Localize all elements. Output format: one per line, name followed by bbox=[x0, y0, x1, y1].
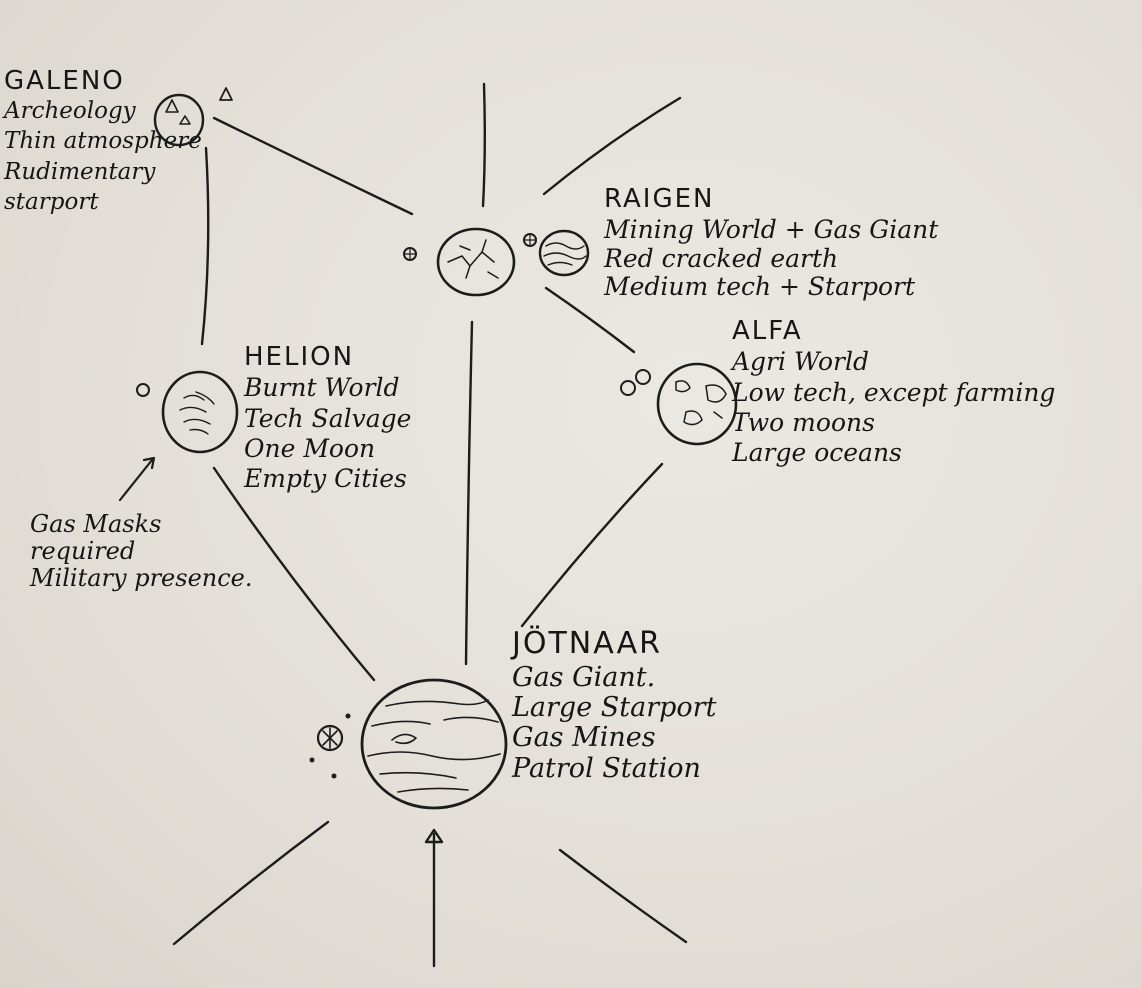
planet-raigen bbox=[403, 227, 590, 297]
moon-icon bbox=[403, 247, 417, 261]
galeno-title: GALENO bbox=[4, 66, 125, 96]
jotnaar-title: JÖTNAAR bbox=[512, 626, 662, 661]
route-jotnaar-southwest bbox=[172, 820, 330, 946]
moon-icon bbox=[136, 383, 150, 397]
jotnaar-line: Patrol Station bbox=[512, 752, 701, 784]
approach-arrow-icon bbox=[424, 828, 444, 844]
triangle-icon bbox=[219, 87, 233, 101]
planet-helion bbox=[136, 370, 239, 454]
arrow-icon bbox=[118, 456, 156, 502]
planet-alfa bbox=[620, 362, 738, 446]
route-raigen-jotnaar bbox=[464, 320, 474, 666]
triangle-icon bbox=[165, 99, 179, 113]
continent-shapes bbox=[675, 380, 727, 426]
helion-annotation: Gas Masks required Military presence. bbox=[30, 510, 253, 594]
jotnaar-notes: JÖTNAAR Gas Giant. Large Starport Gas Mi… bbox=[512, 628, 716, 785]
cloud-bands bbox=[367, 699, 501, 793]
galeno-notes: GALENO Archeology Thin atmosphere Rudime… bbox=[4, 66, 202, 220]
crack-lines bbox=[447, 239, 499, 279]
raigen-title: RAIGEN bbox=[604, 184, 715, 214]
jotnaar-line: Large Starport bbox=[512, 691, 717, 723]
jotnaar-line: Gas Mines bbox=[512, 722, 656, 754]
moon-icon bbox=[635, 369, 651, 385]
raigen-line: Medium tech + Starport bbox=[604, 271, 916, 301]
route-galeno-helion bbox=[200, 146, 210, 346]
alfa-line: Large oceans bbox=[732, 438, 902, 468]
starport-icon bbox=[316, 724, 344, 752]
galeno-line: Rudimentary bbox=[4, 158, 156, 185]
galeno-line: starport bbox=[4, 188, 99, 215]
helion-line: Empty Cities bbox=[244, 464, 407, 494]
alfa-title: ALFA bbox=[732, 316, 803, 346]
jump-routes bbox=[172, 82, 688, 968]
annotation-line: required bbox=[30, 537, 136, 566]
helion-notes: HELION Burnt World Tech Salvage One Moon… bbox=[244, 342, 412, 496]
raigen-line: Red cracked earth bbox=[604, 243, 839, 273]
gas-giant-icon bbox=[538, 229, 590, 277]
raigen-line: Mining World + Gas Giant bbox=[604, 215, 939, 245]
planet-galeno bbox=[153, 87, 233, 147]
burn-scribbles bbox=[179, 391, 215, 435]
route-alfa-jotnaar bbox=[520, 462, 664, 628]
route-galeno-raigen bbox=[212, 116, 414, 216]
annotation-line: Military presence. bbox=[30, 564, 253, 593]
route-raigen-northeast bbox=[542, 96, 682, 196]
route-raigen-alfa bbox=[544, 286, 636, 354]
helion-line: One Moon bbox=[244, 433, 376, 463]
galeno-line: Archeology bbox=[4, 98, 136, 125]
helion-line: Tech Salvage bbox=[244, 403, 412, 433]
route-raigen-north bbox=[481, 82, 486, 208]
route-helion-jotnaar bbox=[212, 466, 376, 682]
moon-icon bbox=[620, 380, 636, 396]
galeno-line: Thin atmosphere bbox=[4, 128, 202, 155]
helion-line: Burnt World bbox=[244, 373, 400, 403]
alfa-line: Low tech, except farming bbox=[732, 377, 1056, 407]
planet-jotnaar bbox=[309, 678, 508, 844]
helion-title: HELION bbox=[244, 342, 355, 372]
jotnaar-line: Gas Giant. bbox=[512, 661, 656, 693]
alfa-notes: ALFA Agri World Low tech, except farming… bbox=[732, 316, 1056, 470]
alfa-line: Two moons bbox=[732, 407, 875, 437]
annotation-line: Gas Masks bbox=[30, 510, 162, 538]
alfa-line: Agri World bbox=[732, 347, 869, 377]
route-jotnaar-southeast bbox=[558, 848, 688, 944]
moon-icon bbox=[523, 233, 537, 247]
raigen-notes: RAIGEN Mining World + Gas Giant Red crac… bbox=[604, 184, 939, 302]
triangle-icon bbox=[179, 115, 191, 125]
